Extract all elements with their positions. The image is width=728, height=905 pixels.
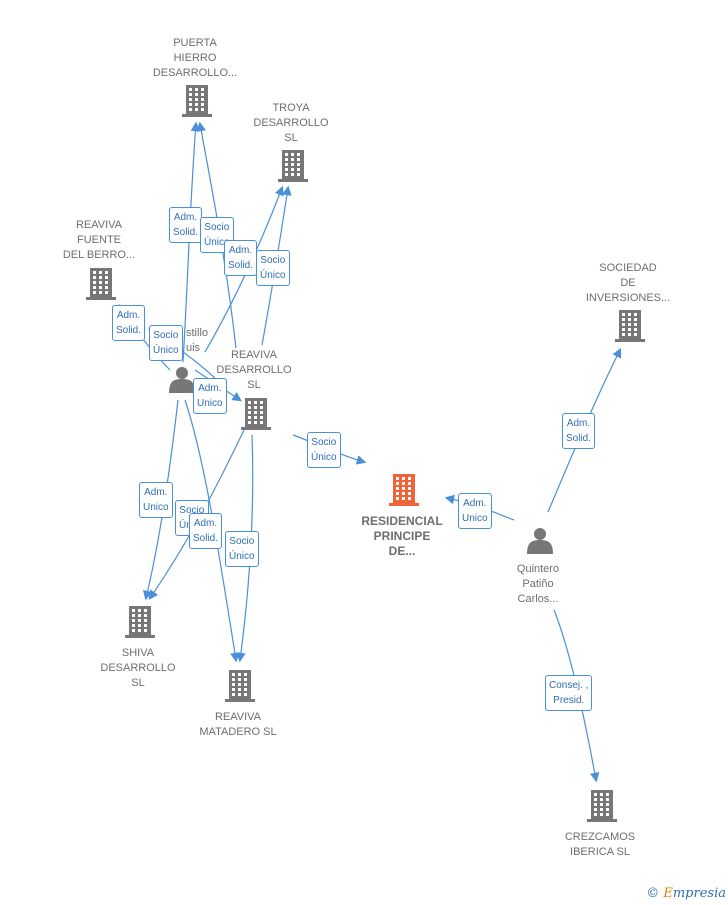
edge-role-badge[interactable]: Adm. Unico [458, 493, 492, 529]
person-icon[interactable] [527, 528, 553, 554]
edge-role-badge[interactable]: Adm. Solid. [169, 207, 203, 243]
building-icon[interactable] [225, 670, 255, 702]
edge-role-badge[interactable]: Consej. , Presid. [545, 675, 593, 711]
building-icon[interactable] [125, 606, 155, 638]
edge-role-badge[interactable]: Adm. Solid. [189, 513, 223, 549]
edge-role-badge[interactable]: Adm. Unico [139, 482, 173, 518]
building-icon[interactable] [86, 268, 116, 300]
person-icon[interactable] [169, 367, 195, 393]
node-label-reaviva[interactable]: REAVIVA DESARROLLO SL [216, 349, 292, 391]
empresia-watermark: © Empresia [646, 886, 726, 901]
edge-role-badge[interactable]: Socio Único [307, 432, 341, 468]
building-icon[interactable] [241, 398, 271, 430]
node-label-castillo[interactable]: stillo uis [186, 327, 209, 354]
node-label-residencial[interactable]: RESIDENCIAL PRINCIPE DE... [361, 514, 443, 558]
edge-role-badge[interactable]: Socio Único [149, 325, 183, 361]
watermark-brand: mpresia [672, 886, 726, 901]
building-icon[interactable] [389, 474, 419, 506]
node-label-matadero[interactable]: REAVIVA MATADERO SL [199, 711, 277, 738]
node-label-quintero[interactable]: Quintero Patiño Carlos... [516, 563, 560, 605]
edge-role-badge[interactable]: Adm. Solid. [224, 240, 258, 276]
edge-role-badge[interactable]: Adm. Solid. [112, 305, 146, 341]
node-label-crezcamos[interactable]: CREZCAMOS IBERICA SL [564, 831, 636, 858]
edge-role-badge[interactable]: Socio Único [256, 250, 290, 286]
node-label-troya[interactable]: TROYA DESARROLLO SL [253, 102, 329, 144]
edge-role-badge[interactable]: Adm. Unico [193, 378, 227, 414]
building-icon[interactable] [182, 85, 212, 117]
watermark-initial: E [663, 886, 673, 901]
node-label-fuente[interactable]: REAVIVA FUENTE DEL BERRO... [62, 219, 136, 261]
node-label-shiva[interactable]: SHIVA DESARROLLO SL [100, 647, 176, 689]
node-label-sociedad[interactable]: SOCIEDAD DE INVERSIONES... [585, 262, 671, 304]
edge-role-badge[interactable]: Adm. Solid. [562, 413, 596, 449]
building-icon[interactable] [587, 790, 617, 822]
node-label-puerta[interactable]: PUERTA HIERRO DESARROLLO... [152, 37, 238, 79]
building-icon[interactable] [615, 310, 645, 342]
edge-role-badge[interactable]: Socio Único [225, 531, 259, 567]
copyright-icon: © [646, 886, 660, 901]
building-icon[interactable] [278, 150, 308, 182]
